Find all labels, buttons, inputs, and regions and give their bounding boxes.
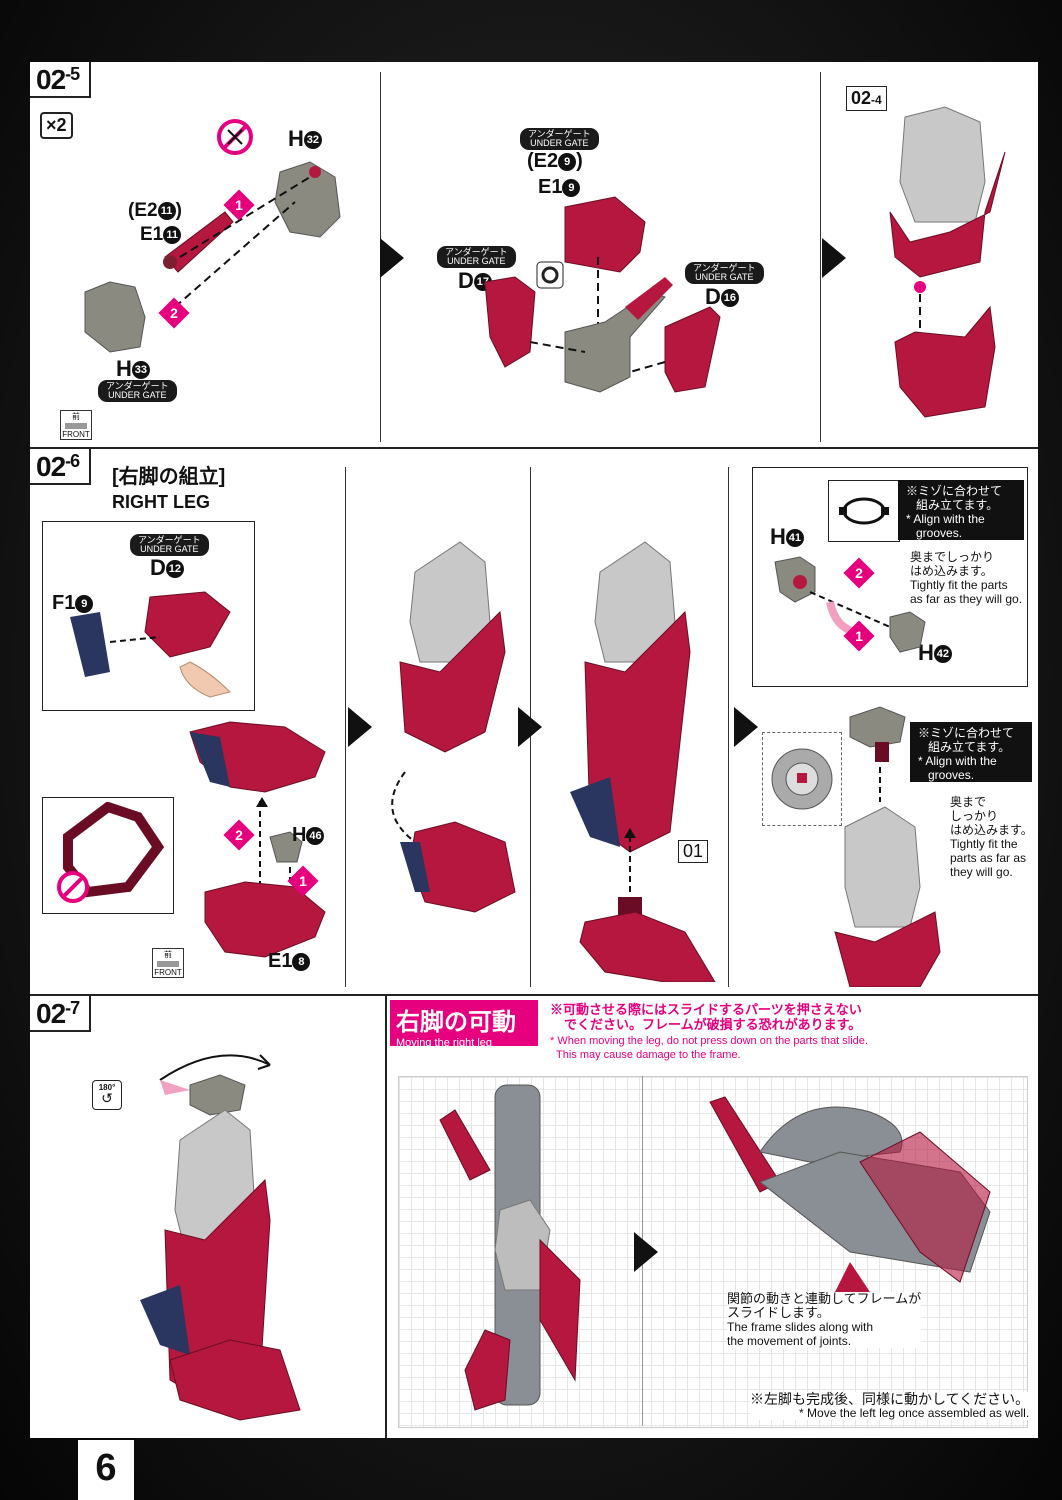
step-number-02-5: 02-5 <box>30 62 91 98</box>
divider-col <box>345 467 346 987</box>
leg-illustration-d <box>130 1030 370 1430</box>
next-arrow-icon <box>634 1232 658 1272</box>
step-number-02-6: 02-6 <box>30 449 91 485</box>
step-marker-1: 1 <box>843 620 874 651</box>
warning-jp: ※可動させる際にはスライドするパーツを押さえないでください。フレームが破損する恐… <box>550 1002 862 1032</box>
slide-note: 関節の動きと連動してフレームがスライドします。 The frame slides… <box>727 1292 921 1348</box>
step-02-5b-illustration <box>470 192 730 407</box>
next-arrow-icon <box>734 707 758 747</box>
left-leg-note: ※左脚も完成後、同様に動かしてください。 * Move the left leg… <box>750 1392 1029 1420</box>
no-cut-icon <box>219 121 251 153</box>
leg-frame-bent-illustration <box>700 1092 1020 1312</box>
divider-row-1 <box>30 447 1038 449</box>
divider-col <box>820 72 821 442</box>
moving-title-banner: 右脚の可動 Moving the right leg <box>390 1000 538 1046</box>
leg-illustration-a <box>365 532 525 982</box>
divider-col <box>385 994 387 1438</box>
step-02-5c-illustration <box>880 102 1010 432</box>
step-marker-1: 1 <box>223 189 254 220</box>
leg-frame-straight-illustration <box>430 1080 630 1420</box>
reference-part-01: 01 <box>678 840 708 863</box>
step-number-02-7: 02-7 <box>30 996 91 1032</box>
leg-illustration-b <box>550 532 730 982</box>
rotate-180-icon: 180°↺ <box>92 1080 122 1110</box>
next-arrow-icon <box>822 238 846 278</box>
next-arrow-icon <box>518 707 542 747</box>
leg-illustration-c <box>830 702 950 987</box>
groove-icon <box>829 481 899 541</box>
multiplier-badge: ×2 <box>40 112 73 139</box>
step-title-jp: [右脚の組立] <box>112 460 225 489</box>
step-marker-2: 2 <box>223 819 254 850</box>
detail-illustration <box>60 582 250 702</box>
groove-diagram-box <box>828 480 900 542</box>
step-marker-2: 2 <box>843 557 874 588</box>
page-number: 6 <box>78 1440 134 1500</box>
no-cut-illustration <box>48 802 168 910</box>
divider-row-2 <box>30 994 1038 996</box>
next-arrow-icon <box>380 238 404 278</box>
step-marker-2: 2 <box>158 297 189 328</box>
warning-en: * When moving the leg, do not press down… <box>550 1034 868 1062</box>
step-marker-1: 1 <box>287 865 318 896</box>
step-title-en: RIGHT LEG <box>112 492 210 513</box>
